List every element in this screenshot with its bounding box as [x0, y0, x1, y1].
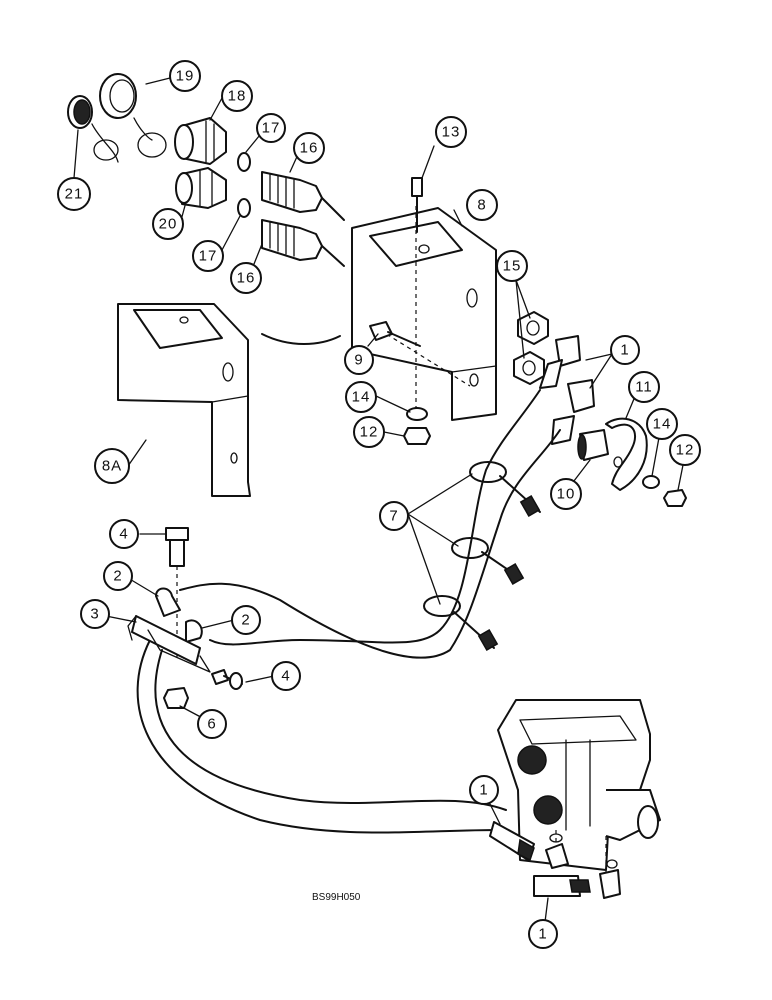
svg-text:3: 3: [90, 606, 99, 623]
svg-text:1: 1: [538, 926, 547, 943]
callout-14-clamp: 14: [646, 408, 678, 440]
elbow-valve-a: [545, 833, 569, 869]
callout-6: 6: [197, 709, 227, 739]
callout-18: 18: [221, 80, 253, 112]
figure-code: BS99H050: [312, 892, 361, 903]
nut-14-bracket: [406, 407, 428, 421]
fitting-1-valve-a: [489, 821, 535, 862]
svg-text:15: 15: [503, 258, 522, 275]
svg-text:18: 18: [228, 88, 247, 105]
svg-text:11: 11: [635, 379, 653, 396]
callout-2-bottom: 2: [231, 605, 261, 635]
callout-19: 19: [169, 60, 201, 92]
dust-cap-19: [99, 73, 167, 158]
svg-text:6: 6: [207, 716, 216, 733]
svg-text:10: 10: [557, 486, 576, 503]
bolt-4-side: [211, 669, 243, 690]
callout-14-bracket: 14: [345, 381, 377, 413]
svg-text:4: 4: [119, 526, 128, 543]
svg-text:2: 2: [113, 568, 122, 585]
svg-text:14: 14: [653, 416, 672, 433]
svg-text:16: 16: [237, 270, 256, 287]
cable-tie-7-b: [451, 537, 525, 585]
callout-8a: 8A: [94, 448, 130, 484]
coupler-18: [174, 117, 227, 165]
leader-lines: [73, 77, 685, 931]
callout-16-bottom: 16: [230, 262, 262, 294]
callout-12-clamp: 12: [669, 434, 701, 466]
svg-text:20: 20: [159, 216, 178, 233]
svg-text:17: 17: [199, 248, 218, 265]
callout-10: 10: [550, 478, 582, 510]
nut-15-top: [517, 311, 549, 345]
svg-text:4: 4: [281, 668, 290, 685]
cable-tie-7-a: [469, 461, 541, 517]
callout-7: 7: [379, 501, 409, 531]
bolt-9: [369, 321, 421, 347]
callout-17-top: 17: [256, 113, 286, 143]
svg-text:21: 21: [65, 186, 84, 203]
callout-4-side: 4: [271, 661, 301, 691]
callout-3: 3: [80, 599, 110, 629]
fitting-1-top-b: [551, 379, 595, 445]
svg-text:16: 16: [300, 140, 319, 157]
svg-text:1: 1: [479, 782, 488, 799]
callout-8: 8: [466, 189, 498, 221]
svg-text:17: 17: [262, 120, 281, 137]
svg-text:1: 1: [620, 342, 629, 359]
hoses: [136, 389, 561, 834]
coupler-20: [175, 167, 227, 209]
adapter-16-bottom: [261, 219, 345, 267]
clamp-2-top: [155, 587, 181, 617]
svg-text:9: 9: [354, 352, 363, 369]
callout-9: 9: [344, 345, 374, 375]
callout-12-bracket: 12: [353, 416, 385, 448]
callout-17-bottom: 17: [192, 240, 224, 272]
svg-text:2: 2: [241, 612, 250, 629]
nut-6: [163, 687, 189, 709]
mounting-bracket-8: [351, 206, 497, 421]
callout-16-top: 16: [293, 132, 325, 164]
nut-12-bracket: [403, 427, 431, 445]
callout-1-valve-a: 1: [469, 775, 499, 805]
bolt-4-top: [165, 527, 189, 660]
adapter-16-top: [261, 171, 345, 221]
fitting-1-top-a: [539, 335, 581, 389]
callout-13: 13: [435, 116, 467, 148]
clamp-11: [605, 417, 648, 491]
svg-text:8A: 8A: [102, 458, 122, 475]
dust-cap-21: [67, 95, 119, 163]
elbow-valve-b: [599, 859, 621, 899]
callout-2-top: 2: [103, 561, 133, 591]
nut-15-bottom: [513, 351, 545, 385]
svg-text:13: 13: [442, 124, 461, 141]
clamp-plate-3: [127, 615, 211, 673]
o-ring-17-bottom: [237, 198, 251, 218]
callout-1-valve-b: 1: [528, 919, 558, 949]
cable-tie-7-c: [423, 595, 499, 651]
o-ring-17-top: [237, 152, 251, 172]
svg-text:7: 7: [389, 508, 398, 525]
nut-14-clamp: [642, 475, 660, 489]
svg-text:12: 12: [360, 424, 379, 441]
callout-15: 15: [496, 250, 528, 282]
svg-text:8: 8: [477, 197, 486, 214]
fitting-1-valve-b: [533, 875, 591, 897]
svg-text:19: 19: [176, 68, 195, 85]
svg-text:12: 12: [676, 442, 695, 459]
nut-12-clamp: [663, 489, 687, 507]
callout-20: 20: [152, 208, 184, 240]
callout-11: 11: [628, 371, 660, 403]
clamp-2-bottom: [185, 619, 203, 643]
callout-21: 21: [57, 177, 91, 211]
callout-1-top: 1: [610, 335, 640, 365]
reference-arrow: [261, 333, 341, 345]
mounting-bracket-8a: [117, 303, 251, 497]
control-valve: [497, 699, 661, 880]
bushing-10: [577, 429, 609, 461]
callout-4-top: 4: [109, 519, 139, 549]
bolt-13: [411, 177, 423, 233]
svg-text:14: 14: [352, 389, 371, 406]
